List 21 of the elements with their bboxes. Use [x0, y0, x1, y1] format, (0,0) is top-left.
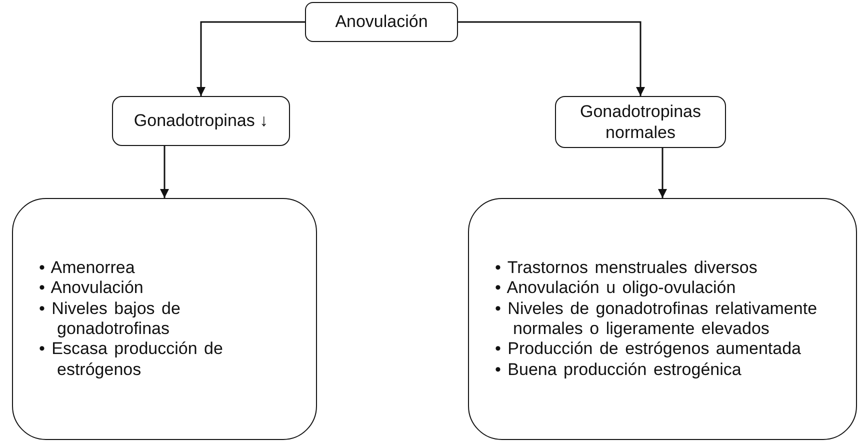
process-box [305, 2, 458, 42]
bullet-item: • Niveles de gonadotrofinas relativamente normales o ligeramente elevados [495, 298, 818, 340]
box-label: Anovulación [335, 11, 428, 33]
bullet-item: • Anovulación u oligo-ovulación [495, 278, 737, 299]
process-box [112, 96, 290, 146]
arrow [658, 148, 667, 198]
arrow [160, 146, 169, 198]
bullet-item: • Trastornos menstruales diversos [495, 258, 758, 278]
arrow [458, 21, 645, 96]
box-label: Gonadotropinas normales [579, 100, 702, 144]
bullet-item: • Niveles bajos de gonadotrofinas [39, 298, 182, 340]
list-box [468, 198, 857, 440]
bullet-item: • Amenorrea [39, 258, 136, 278]
list-box [12, 198, 317, 440]
arrow [196, 21, 305, 96]
bullet-item: • Escasa producción de estrógenos [39, 339, 224, 380]
bullet-item: • Anovulación [39, 278, 144, 299]
bullet-item: • Buena producción estrogénica [495, 360, 742, 380]
box-label: Gonadotropinas ↓ [134, 110, 268, 132]
process-box [555, 96, 726, 148]
bullet-item: • Producción de estrógenos aumentada [495, 339, 802, 360]
